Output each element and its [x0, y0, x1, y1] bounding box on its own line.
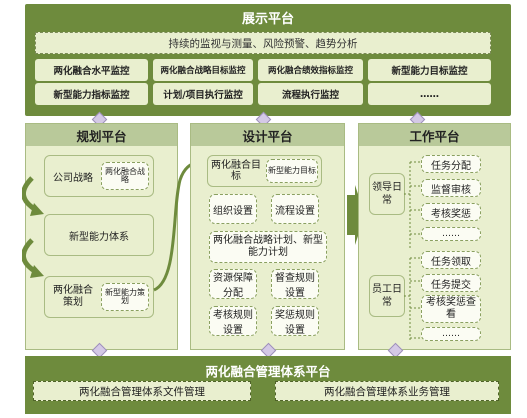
supervise-rules-box: 督查规则设置 [271, 269, 319, 299]
monitor-plan-execution: 计划/项目执行监控 [153, 83, 253, 105]
integration-policy-box: 两化融合策划 新型能力策划 [44, 276, 154, 318]
design-platform-title: 设计平台 [191, 124, 344, 146]
monitoring-banner: 持续的监视与测量、风险预警、趋势分析 [35, 32, 491, 54]
staff-daily-box: 员工日常 [369, 275, 405, 317]
monitor-strategy-goal: 两化融合战略目标监控 [153, 59, 253, 81]
flow-arrowhead-2 [30, 265, 44, 278]
monitor-performance-index: 两化融合绩效指标监控 [258, 59, 363, 81]
integration-strategy-sub: 两化融合战略 [101, 162, 149, 190]
flow-arrow-capability-to-policy [22, 238, 38, 275]
integration-goal-box: 两化融合目标 新型能力目标 [207, 155, 322, 187]
company-strategy-box: 公司战略 两化融合战略 [44, 155, 154, 197]
staff-task-more: …… [421, 327, 481, 341]
assess-rules-box: 考核规则设置 [209, 306, 257, 336]
display-platform-title: 展示平台 [241, 11, 294, 27]
monitor-capability-index: 新型能力指标监控 [35, 83, 148, 105]
resource-alloc-box: 资源保障分配 [209, 269, 257, 299]
doc-management-box: 两化融合管理体系文件管理 [33, 381, 251, 401]
design-platform: 设计平台 两化融合目标 新型能力目标 组织设置 流程设置 两化融合战略计划、新型… [190, 123, 345, 350]
reward-rules-box: 奖惩规则设置 [271, 306, 319, 336]
staff-task-submit: 任务提交 [421, 274, 481, 292]
leader-daily-box: 领导日常 [369, 173, 405, 215]
company-strategy-label: 公司战略 [53, 172, 93, 184]
staff-task-view-assess: 考核奖惩查看 [421, 295, 481, 323]
monitor-capability-goal: 新型能力目标监控 [368, 59, 491, 81]
staff-task-receive: 任务领取 [421, 251, 481, 269]
leader-task-assign: 任务分配 [421, 155, 481, 173]
leader-bracket [404, 161, 420, 248]
integration-goal-label: 两化融合目标 [211, 159, 261, 183]
planning-platform-title: 规划平台 [26, 124, 177, 146]
staff-bracket [404, 257, 420, 340]
capability-goal-sub: 新型能力目标 [266, 159, 318, 183]
strategy-plan-box: 两化融合战略计划、新型能力计划 [209, 231, 327, 263]
management-platform-title: 两化融合管理体系平台 [205, 363, 331, 379]
leader-task-assess: 考核奖惩 [421, 203, 481, 221]
leader-task-more: …… [421, 227, 481, 241]
capability-system-box: 新型能力体系 [44, 214, 154, 256]
monitor-more: …… [368, 83, 491, 105]
monitor-integration-level: 两化融合水平监控 [35, 59, 148, 81]
flow-arrow-strategy-to-capability [22, 176, 38, 213]
planning-platform: 规划平台 公司战略 两化融合战略 新型能力体系 两化融合策划 新型能力策划 [25, 123, 178, 350]
flow-arrowhead-1 [30, 203, 44, 216]
leader-task-supervise: 监督审核 [421, 179, 481, 197]
work-bracket-lines [404, 161, 420, 340]
monitor-process-execution: 流程执行监控 [258, 83, 363, 105]
display-platform: 展示平台 持续的监视与测量、风险预警、趋势分析 两化融合水平监控 两化融合战略目… [25, 4, 511, 116]
work-platform: 工作平台 领导日常 任务分配 监督审核 考核奖惩 …… 员工日常 任务领取 任务… [358, 123, 511, 350]
management-platform: 两化融合管理体系平台 两化融合管理体系文件管理 两化融合管理体系业务管理 [25, 356, 511, 414]
planning-flow-arrows [22, 176, 44, 278]
org-setup-box: 组织设置 [209, 194, 257, 224]
process-setup-box: 流程设置 [271, 194, 319, 224]
integration-policy-label: 两化融合策划 [53, 285, 93, 308]
design-to-work-arrow [347, 185, 365, 245]
work-platform-title: 工作平台 [359, 124, 510, 146]
capability-policy-sub: 新型能力策划 [101, 283, 149, 311]
biz-management-box: 两化融合管理体系业务管理 [275, 381, 499, 401]
